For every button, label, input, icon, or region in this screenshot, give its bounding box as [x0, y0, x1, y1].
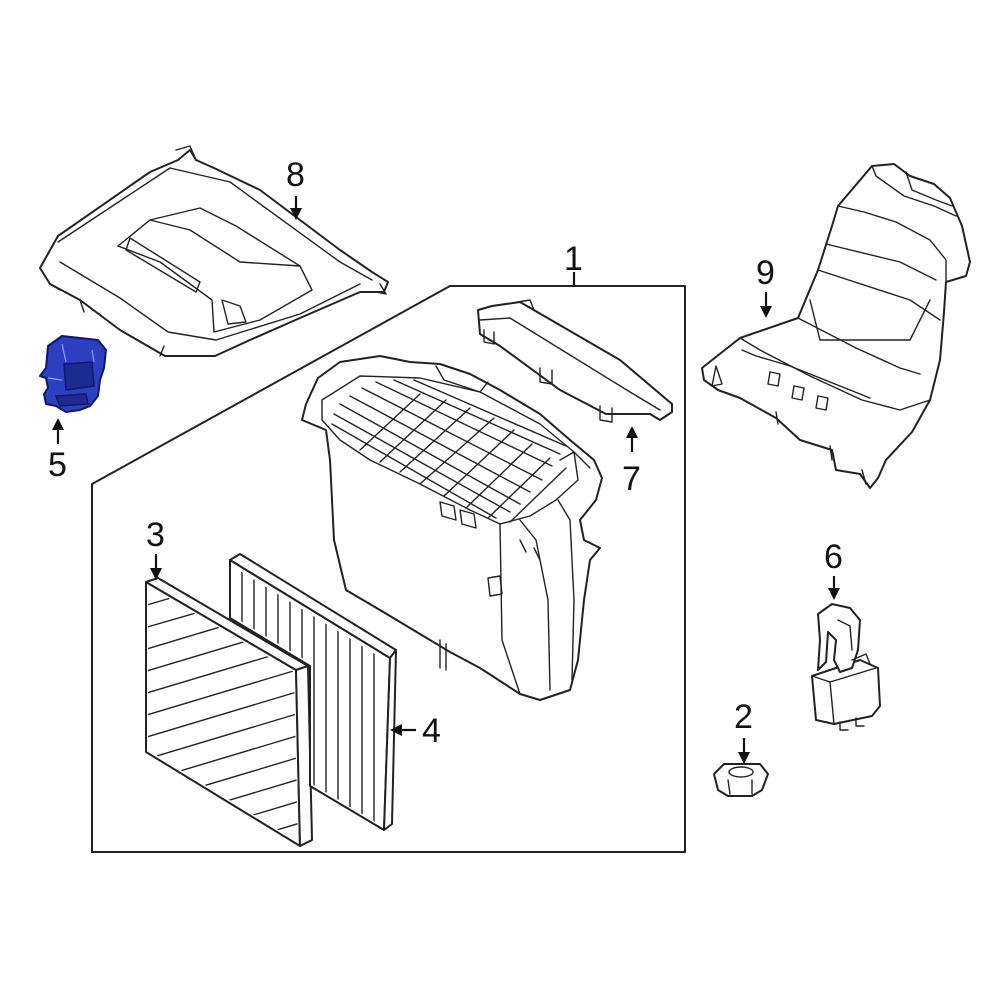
part-2-nut[interactable] [713, 763, 769, 797]
part-1-housing[interactable] [301, 355, 603, 701]
callout-6: 6 [824, 538, 843, 576]
part-3-filter[interactable] [130, 560, 313, 918]
grille-lines [331, 379, 567, 523]
callout-1: 1 [564, 240, 583, 278]
callout-3: 3 [146, 516, 165, 554]
part-7-bracket[interactable] [477, 299, 673, 423]
callout-9: 9 [756, 254, 775, 292]
callout-labels: 8 1 9 7 5 3 4 6 2 [48, 156, 843, 750]
callout-7: 7 [622, 460, 641, 498]
part-9-air-duct[interactable] [701, 163, 971, 489]
part-5-highlighted-module[interactable] [39, 335, 107, 413]
part-8-cover[interactable] [39, 145, 389, 357]
assembly-1-frame [91, 285, 686, 853]
part-6-sensor[interactable] [811, 603, 881, 731]
callout-5: 5 [48, 446, 67, 484]
callout-4: 4 [422, 712, 441, 750]
callout-2: 2 [734, 698, 753, 736]
callout-arrows [52, 196, 840, 764]
callout-8: 8 [286, 156, 305, 194]
